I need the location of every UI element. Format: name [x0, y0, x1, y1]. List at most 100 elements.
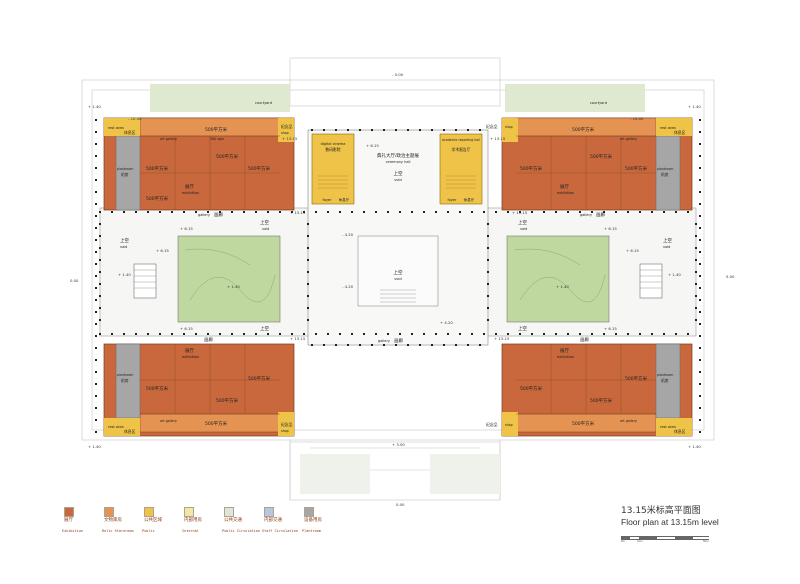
column: [315, 333, 317, 335]
column: [695, 319, 697, 321]
gallery-top-left: gallery: [198, 213, 210, 217]
left-bottom-shop: [278, 412, 294, 436]
courtyard-top-left: [150, 84, 290, 112]
column: [363, 211, 365, 213]
column: [699, 383, 701, 385]
left-top-rest: [104, 118, 140, 136]
column: [543, 211, 545, 213]
rest-lb: rest area: [108, 425, 124, 429]
sqm-rt-2: 500平方米: [590, 153, 613, 160]
scale-bar: 0m 10m 50m: [621, 536, 711, 544]
legend-swatch: [224, 507, 234, 517]
column: [339, 211, 341, 213]
level-left-mid: 0.00: [70, 278, 79, 283]
plantroom-rb: plantroom: [657, 373, 673, 377]
column: [135, 211, 137, 213]
column: [255, 211, 257, 213]
void-center: [357, 235, 439, 307]
level-1000-tl: - 10.00: [128, 116, 142, 121]
column: [99, 307, 101, 309]
stair-right: [639, 263, 663, 299]
column: [699, 155, 701, 157]
column: [419, 344, 421, 346]
column: [395, 344, 397, 346]
column: [307, 283, 309, 285]
column: [471, 333, 473, 335]
column: [95, 299, 97, 301]
level-140-cr: + 1.40: [556, 284, 569, 289]
right-bottom-shop: [502, 412, 518, 436]
level-bottom-left: + 1.40: [88, 444, 101, 449]
courtyard-bottom-left: [300, 454, 370, 494]
column: [435, 211, 437, 213]
right-top-plantroom: [655, 135, 681, 211]
column: [95, 143, 97, 145]
column: [207, 333, 209, 335]
column: [695, 271, 697, 273]
column: [699, 263, 701, 265]
hall-left-top-en: exhibition: [182, 191, 199, 195]
scale-label-50: 50m: [703, 539, 709, 543]
column: [699, 215, 701, 217]
column: [603, 211, 605, 213]
column: [99, 283, 101, 285]
level-bottom-out: 0.00: [396, 502, 405, 507]
column: [111, 333, 113, 335]
level-420-a: - 4.20: [342, 232, 354, 237]
level-1315-lb: + 13.15: [290, 336, 306, 341]
sqm-rb-3: 500平方米: [625, 375, 648, 382]
void-label-center-en: void: [394, 277, 401, 281]
shop-lb-en: shop: [281, 429, 289, 433]
gallery-bottom-center-cn: 画廊: [394, 337, 403, 344]
plantroom-lb-cn: 机房: [121, 378, 129, 383]
column: [195, 333, 197, 335]
void-label-top: 上空: [394, 170, 403, 177]
column: [159, 333, 161, 335]
column: [311, 344, 313, 346]
sqm-lb-1: 500平方米: [146, 385, 169, 392]
column: [663, 211, 665, 213]
level-420-b: - 4.20: [342, 284, 354, 289]
academic-label-cn: 学术报告厅: [452, 147, 471, 152]
column: [519, 333, 521, 335]
legend-label-cn: 公共区域: [144, 518, 162, 523]
column: [95, 251, 97, 253]
level-1315-lt: + 13.15: [290, 210, 306, 215]
column: [467, 344, 469, 346]
gallery-bottom-center: gallery: [378, 339, 390, 343]
column: [307, 247, 309, 249]
ceremony-hall-en: ceremony hall: [386, 160, 411, 164]
rest-rb-cn: 休息区: [674, 429, 686, 434]
column: [95, 167, 97, 169]
void-rt-en: void: [520, 227, 527, 231]
column: [363, 333, 365, 335]
rest-rt-cn: 休息区: [674, 130, 686, 135]
hall-left-bottom-en: exhibition: [182, 355, 199, 359]
inner-courtyard-right: [506, 235, 610, 323]
column: [99, 211, 101, 213]
gallery-top-right: gallery: [580, 213, 592, 217]
void-right-cn: 上空: [663, 237, 672, 244]
column: [487, 283, 489, 285]
column: [135, 333, 137, 335]
sqm-lb-3: 500平方米: [248, 375, 271, 382]
column: [95, 275, 97, 277]
art-gallery-lt: art gallery: [160, 137, 177, 141]
column: [195, 211, 197, 213]
legend-label-en: Relic Storeroom: [102, 529, 134, 533]
column: [95, 155, 97, 157]
inner-courtyard-left: [177, 235, 281, 323]
column: [431, 129, 433, 131]
gallery-bottom-left-cn: 画廊: [204, 336, 213, 343]
plan-labels: 典礼大厅/政治主题展 ceremony hall 上空 void 上空 void…: [108, 101, 686, 434]
level-top-right: + 1.40: [688, 104, 701, 109]
column: [507, 333, 509, 335]
ceremony-hall-label: 典礼大厅/政治主题展: [377, 152, 420, 159]
legend-swatch: [264, 507, 274, 517]
column: [487, 223, 489, 225]
column: [351, 211, 353, 213]
gallery-bottom-right-cn: 画廊: [580, 336, 589, 343]
